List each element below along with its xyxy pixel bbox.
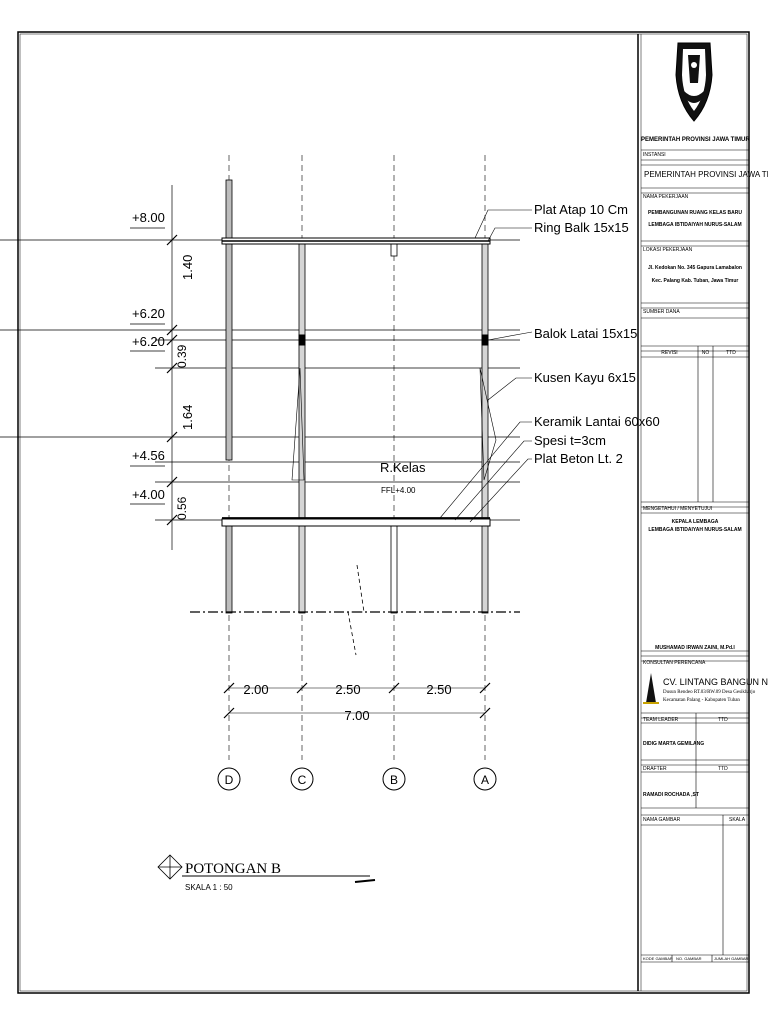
column-c-lower [298,524,306,614]
level-label: +6.20 [132,334,165,349]
span-dim-label: 2.50 [426,682,451,697]
sheet-border [17,31,750,994]
konsultan-address-1: Dusun Rendeo RT.03/RW.09 Desa Gesikharjo [663,690,756,695]
mengetahui-line1: KEPALA LEMBAGA [671,519,719,525]
drafter-name: RAMADI ROCHADA ,ST [643,792,699,798]
team-leader-name: DIDIG MARTA GEMILANG [643,741,705,747]
grid-axis-label: D [225,773,234,787]
span-dim-label: 2.00 [243,682,268,697]
pekerjaan-line1: PEMBANGUNAN RUANG KELAS BARU [648,210,742,216]
pekerjaan-label: NAMA PEKERJAAN [643,194,689,200]
revisi-ttd-label: TTD [726,350,736,356]
grid-axis-label: A [481,773,489,787]
callout-label: Ring Balk 15x15 [534,220,629,235]
level-label: +4.00 [132,487,165,502]
section-scale: SKALA 1 : 50 [185,883,233,892]
lokasi-line2: Kec. Palang Kab. Tuban, Jawa Timur [651,278,739,284]
grid-bubble-c [290,767,314,791]
team-leader-label: TEAM LEADER [643,717,679,723]
window-frame-left [291,367,305,481]
window-frame-right [479,367,497,481]
footer-kode-gambar: KODE GAMBAR [643,956,673,961]
konsultan-name: CV. LINTANG BANGUN NAGARI [663,677,768,687]
footer-jumlah-gambar: JUMLAH GAMBAR [714,956,749,961]
break-line-symbol [347,564,365,656]
room-name: R.Kelas [380,460,426,475]
grid-bubble-b [382,767,406,791]
level-label: +4.56 [132,448,165,463]
lokasi-label: LOKASI PEKERJAAN [643,247,693,253]
vertical-dim-label: 1.40 [180,255,195,280]
revisi-no-label: NO [701,350,710,356]
column-b-lower [390,524,398,614]
team-leader-ttd-label: TTD [718,717,728,723]
sumber-dana-label: SUMBER DANA [643,309,680,315]
section-drawing [0,155,533,883]
span-dim-label: 2.50 [335,682,360,697]
level-label: +6.20 [132,306,165,321]
level-label: +8.00 [132,210,165,225]
column-d-lower [225,524,233,614]
column-b-stub [390,243,398,257]
grid-axis-label: B [390,773,398,787]
instansi-value: PEMERINTAH PROVINSI JAWA TIMUR [644,170,768,179]
revisi-label: REVISI [661,350,678,356]
drafter-ttd-label: TTD [718,766,728,772]
footer-no-gambar: NO. GAMBAR [676,956,702,961]
column-a-lower [481,524,489,614]
skala-label: SKALA [729,817,746,823]
floor-slab [221,518,491,527]
mengetahui-label: MENGETAHUI / MENYETUJUI [643,506,713,512]
callout-label: Plat Atap 10 Cm [534,202,628,217]
nama-gambar-label: NAMA GAMBAR [643,817,681,823]
grid-axis-label: C [298,773,307,787]
signatory-name: MUSHAMAD IRWAN ZAINI, M.Pd.I [655,645,735,651]
callout-label: Kusen Kayu 6x15 [534,370,636,385]
vertical-dim-label: 0.56 [175,496,189,520]
province-emblem-icon [675,42,713,122]
grid-bubble-a [473,767,497,791]
instansi-label: INSTANSI [643,152,666,158]
callout-label: Spesi t=3cm [534,433,606,448]
floor-level-label: FFL+4.00 [381,486,416,495]
konsultan-label: KONSULTAN PERENCANA [643,660,706,666]
drafter-label: DRAFTER [643,766,667,772]
lokasi-line1: Jl. Kedokan No. 345 Gapura Lamabalon [648,265,742,271]
pekerjaan-line2: LEMBAGA IBTIDAIYAH NURUS-SALAM [648,222,742,228]
section-title: POTONGAN B [185,861,281,877]
sheet-inner-border [19,33,748,992]
grid-bubble-d [217,767,241,791]
total-span-label: 7.00 [344,708,369,723]
vertical-dim-label: 0.39 [175,344,189,368]
vertical-dim-label: 1.64 [180,405,195,430]
callout-label: Plat Beton Lt. 2 [534,451,623,466]
consultant-logo-icon [643,673,659,704]
konsultan-address-2: Kecamatan Palang - Kabupaten Tuban [663,698,740,703]
column-d-upper [225,179,233,461]
callout-label: Balok Latai 15x15 [534,326,637,341]
agency-heading: PEMERINTAH PROVINSI JAWA TIMUR [641,137,750,143]
mengetahui-line2: LEMBAGA IBTIDAIYAH NURUS-SALAM [648,527,742,533]
callout-label: Keramik Lantai 60x60 [534,414,660,429]
